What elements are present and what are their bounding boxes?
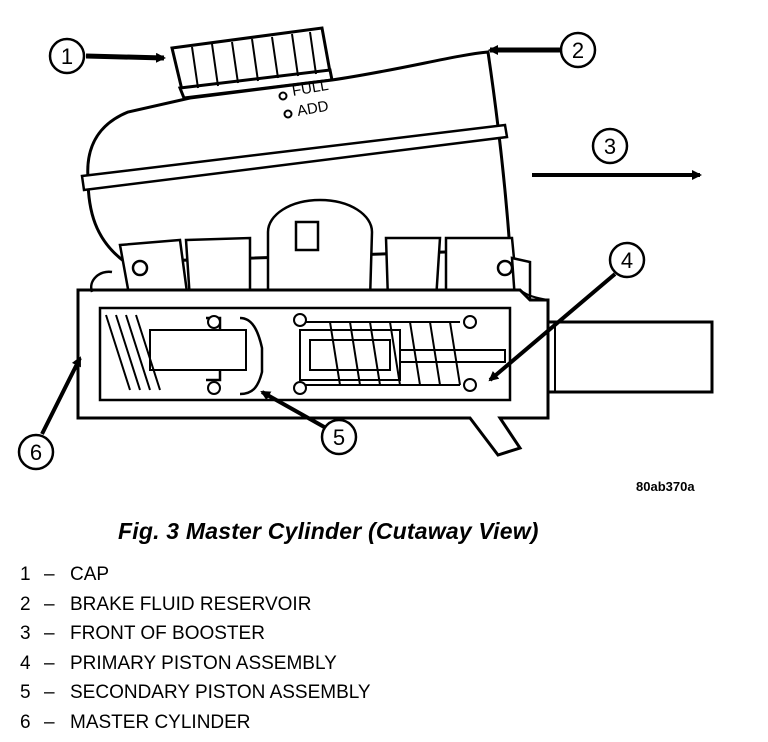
legend-list: 1–CAP 2–BRAKE FLUID RESERVOIR 3–FRONT OF…: [20, 560, 371, 738]
callout-3: 3: [591, 127, 629, 165]
arrow-secondary-piston: [260, 390, 327, 430]
legend-label: FRONT OF BOOSTER: [70, 623, 265, 645]
callout-6: 6: [17, 433, 55, 471]
legend-number: 2: [20, 593, 31, 615]
callout-2: 2: [559, 31, 597, 69]
legend-number: 4: [20, 652, 31, 674]
legend-number: 1: [20, 564, 31, 585]
legend-dash: –: [44, 652, 55, 674]
arrow-primary-piston: [488, 272, 617, 382]
legend-item: 4–PRIMARY PISTON ASSEMBLY: [20, 649, 371, 679]
primary-piston-assembly: [293, 313, 506, 395]
svg-text:3: 3: [604, 134, 616, 159]
legend-label: BRAKE FLUID RESERVOIR: [70, 593, 312, 615]
legend-item: 5–SECONDARY PISTON ASSEMBLY: [20, 678, 371, 708]
master-cylinder-diagram: FULL ADD: [17, 26, 714, 471]
booster-push-rod: [546, 320, 714, 394]
legend-item: 6–MASTER CYLINDER: [20, 708, 371, 738]
svg-text:2: 2: [572, 38, 584, 63]
svg-text:6: 6: [30, 440, 42, 465]
legend-number: 5: [20, 682, 31, 704]
legend-item: 2–BRAKE FLUID RESERVOIR: [20, 590, 371, 620]
legend-item: 1–CAP: [20, 560, 371, 590]
svg-text:5: 5: [333, 425, 345, 450]
full-mark-label: FULL: [291, 77, 330, 100]
reservoir-cap: [170, 26, 334, 100]
legend-dash: –: [44, 593, 55, 615]
svg-text:4: 4: [621, 248, 633, 273]
legend-dash: –: [44, 711, 55, 733]
legend-label: PRIMARY PISTON ASSEMBLY: [70, 652, 337, 674]
figure-code: 80ab370a: [636, 479, 695, 494]
legend-label: CAP: [70, 564, 110, 585]
arrow-master-cylinder: [40, 356, 82, 435]
svg-text:1: 1: [61, 44, 73, 69]
legend-label: SECONDARY PISTON ASSEMBLY: [70, 682, 371, 704]
legend-item: 3–FRONT OF BOOSTER: [20, 619, 371, 649]
callout-4: 4: [608, 241, 646, 279]
legend-number: 3: [20, 623, 31, 645]
legend-dash: –: [44, 682, 55, 704]
arrow-cap: [85, 52, 166, 63]
legend-dash: –: [44, 623, 55, 645]
add-mark-label: ADD: [296, 98, 330, 120]
legend-number: 6: [20, 711, 31, 733]
secondary-piston-assembly: [105, 314, 264, 396]
legend-dash: –: [44, 564, 55, 585]
figure-caption: Fig. 3 Master Cylinder (Cutaway View): [118, 518, 539, 544]
callout-1: 1: [48, 37, 86, 75]
callout-5: 5: [320, 418, 358, 456]
legend-label: MASTER CYLINDER: [70, 711, 251, 733]
leader-arrows: [40, 45, 702, 435]
